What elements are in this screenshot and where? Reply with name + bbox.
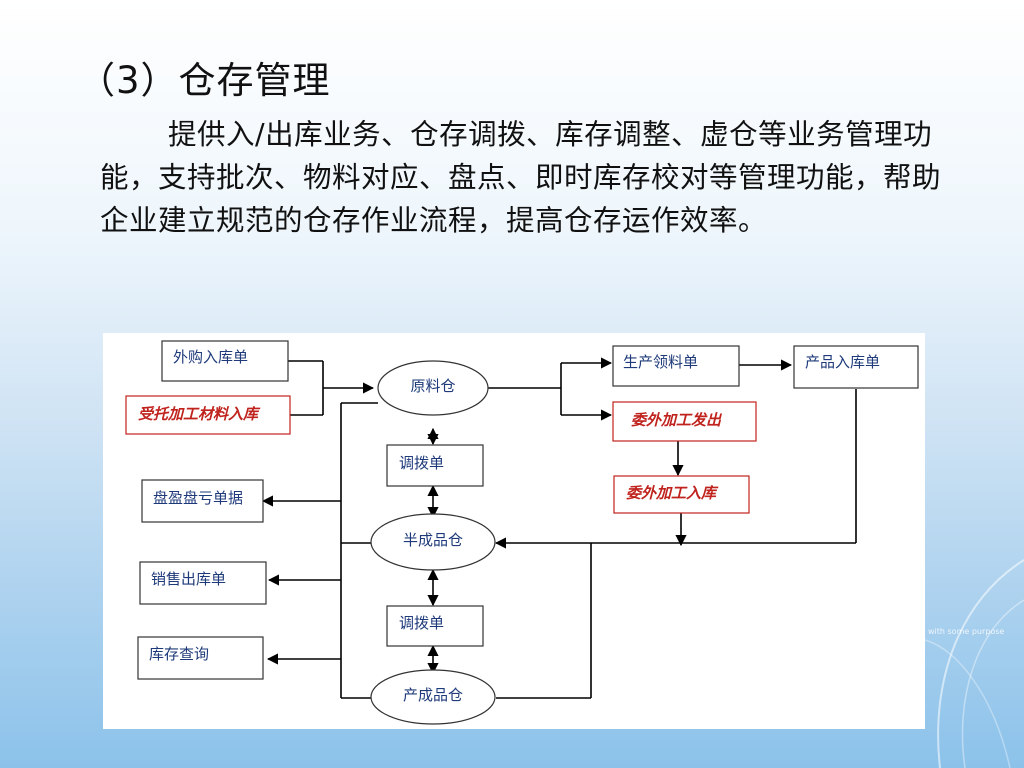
- box-sales-outbound-label: 销售出库单: [151, 570, 226, 588]
- box-transfer-order-2: 调拨单: [386, 605, 484, 647]
- node-finished-goods-warehouse-label: 产成品仓: [403, 686, 463, 704]
- watermark-text: with some purpose: [928, 627, 1005, 636]
- box-transfer-order-2-label: 调拨单: [399, 614, 444, 632]
- box-outsourced-inbound: 委外加工入库: [613, 475, 750, 514]
- box-purchase-inbound: 外购入库单: [161, 340, 289, 382]
- box-consigned-material-inbound: 受托加工材料入库: [125, 395, 291, 435]
- slide-body-text: 提供入/出库业务、仓存调拨、库存调整、虚仓等业务管理功能，支持批次、物料对应、盘…: [100, 118, 942, 237]
- box-inventory-query-label: 库存查询: [149, 645, 209, 663]
- box-purchase-inbound-label: 外购入库单: [173, 348, 248, 366]
- slide-heading: （3）仓存管理: [78, 59, 331, 102]
- node-raw-material-warehouse-label: 原料仓: [410, 377, 455, 395]
- box-inventory-query: 库存查询: [137, 636, 264, 680]
- box-outsourced-inbound-label: 委外加工入库: [626, 484, 719, 502]
- node-raw-material-warehouse: 原料仓: [377, 360, 489, 416]
- box-product-inbound-label: 产品入库单: [805, 353, 880, 371]
- box-outsourced-dispatch: 委外加工发出: [612, 401, 757, 442]
- connector-lines: [261, 357, 857, 699]
- box-consigned-material-inbound-label: 受托加工材料入库: [138, 405, 261, 423]
- box-production-requisition-label: 生产领料单: [623, 353, 698, 371]
- box-transfer-order-1: 调拨单: [386, 444, 484, 487]
- node-semi-finished-warehouse-label: 半成品仓: [403, 531, 463, 549]
- box-sales-outbound: 销售出库单: [139, 561, 267, 605]
- node-finished-goods-warehouse: 产成品仓: [370, 669, 496, 725]
- box-transfer-order-1-label: 调拨单: [399, 454, 444, 472]
- box-production-requisition: 生产领料单: [612, 345, 740, 387]
- box-outsourced-dispatch-label: 委外加工发出: [631, 411, 723, 429]
- flow-diagram-svg: 外购入库单 受托加工材料入库 原料仓 生产领料单 产品入库单 委外加工发出 委外…: [125, 340, 919, 725]
- warehouse-flow-diagram: 外购入库单 受托加工材料入库 原料仓 生产领料单 产品入库单 委外加工发出 委外…: [103, 333, 925, 729]
- box-stocktake-difference-label: 盘盈盘亏单据: [153, 489, 243, 507]
- box-stocktake-difference: 盘盈盘亏单据: [141, 479, 264, 523]
- node-semi-finished-warehouse: 半成品仓: [370, 513, 496, 571]
- box-product-inbound: 产品入库单: [793, 345, 919, 389]
